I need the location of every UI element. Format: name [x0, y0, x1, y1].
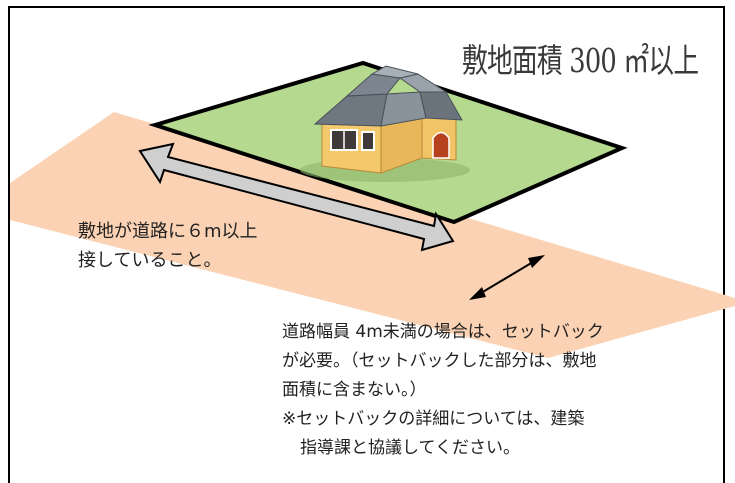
frontage-line-2: 接していること。 [78, 250, 222, 271]
note-line-2: が必要。（セットバックした部分は、敷地 [282, 351, 597, 371]
frontage-line-1: 敷地が道路に６m以上 [78, 221, 258, 242]
site-area-title: 敷地面積 300 ㎡以上 [462, 41, 699, 80]
frontage-requirement-label: 敷地が道路に６m以上 接していること。 [78, 217, 258, 275]
setback-note: 道路幅員 4m未満の場合は、セットバック が必要。（セットバックした部分は、敷地… [282, 318, 604, 463]
note-line-4: ※セットバックの詳細については、建築 [282, 409, 585, 429]
house-illustration [300, 65, 470, 182]
note-line-5: 指導課と協議してください。 [300, 438, 520, 458]
note-line-1: 道路幅員 4m未満の場合は、セットバック [282, 322, 604, 342]
note-line-3: 面積に含まない。） [282, 380, 427, 400]
frontage-arrow [138, 142, 455, 252]
road-width-arrow [469, 255, 545, 300]
